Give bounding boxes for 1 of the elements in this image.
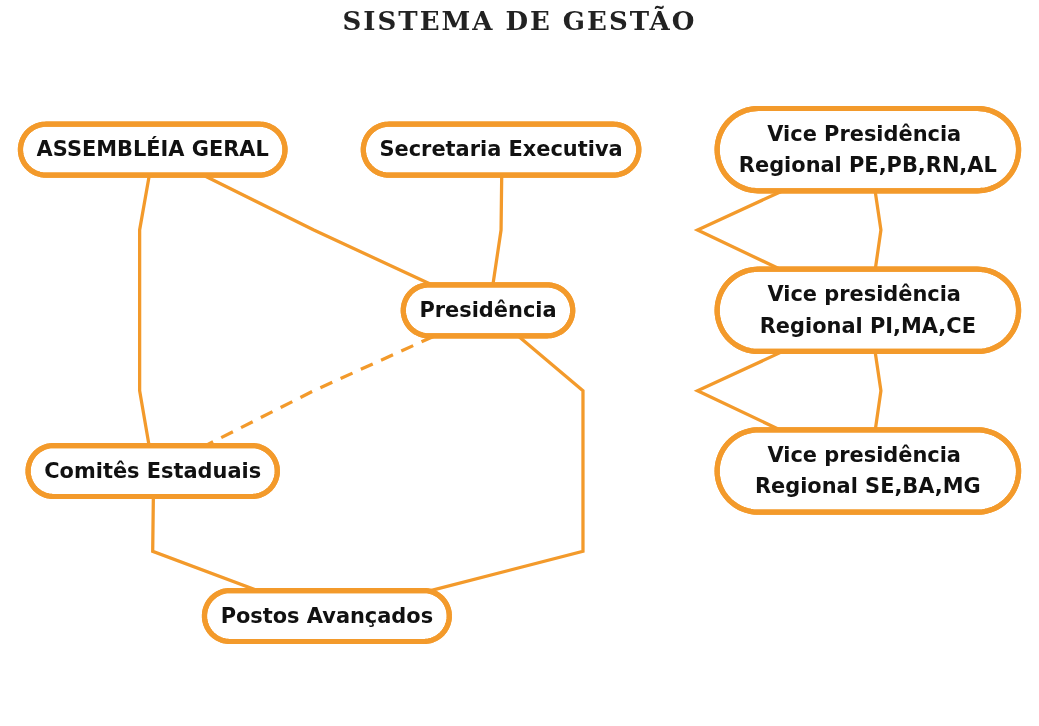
diagram-title: SISTEMA DE GESTÃO xyxy=(341,6,698,36)
